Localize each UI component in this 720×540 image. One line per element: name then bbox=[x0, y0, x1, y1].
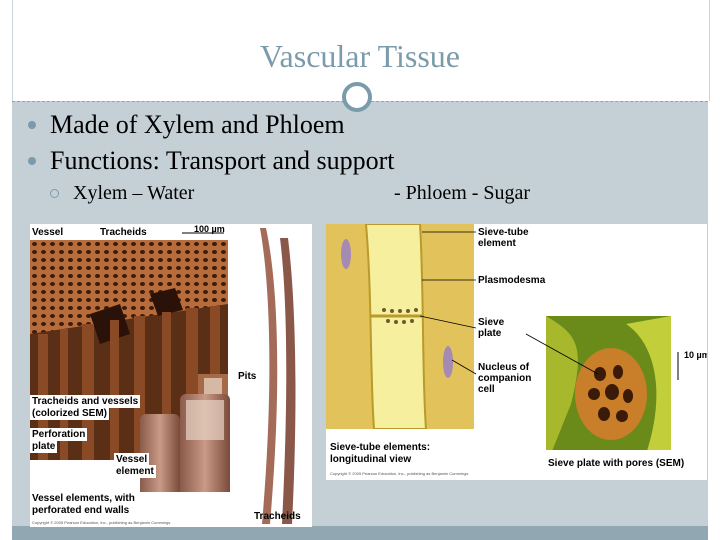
label-sieve-1: Sieve bbox=[478, 317, 505, 328]
xylem-illustration bbox=[30, 224, 296, 527]
label-sieve-2: plate bbox=[478, 328, 502, 339]
label-sieve-plate-pores: Sieve plate with pores (SEM) bbox=[548, 458, 685, 469]
label-nucleus-2: companion bbox=[478, 373, 532, 384]
label-plate: plate bbox=[30, 440, 58, 453]
footer-bar bbox=[12, 526, 708, 540]
bullet-1-text: Made of Xylem and Phloem bbox=[50, 110, 345, 139]
label-colorized-sem: (colorized SEM) bbox=[30, 407, 110, 420]
phloem-illustration bbox=[326, 224, 679, 480]
bullet-2: Functions: Transport and support bbox=[28, 146, 395, 176]
label-pits: Pits bbox=[236, 370, 259, 383]
phloem-copyright: Copyright © 2005 Pearson Education, Inc.… bbox=[330, 471, 469, 476]
sub-bullet-xylem-text: Xylem – Water bbox=[73, 182, 195, 204]
label-nucleus-1: Nucleus of bbox=[478, 362, 530, 373]
ring-ornament bbox=[342, 82, 372, 112]
label-sieve-tube-2: element bbox=[478, 238, 516, 249]
bullet-dot-icon bbox=[28, 157, 36, 166]
sub-bullet-circle-icon bbox=[50, 188, 59, 198]
label-plasmodesma: Plasmodesma bbox=[478, 275, 546, 286]
xylem-figure: Vessel Tracheids 100 µm Tracheids and ve… bbox=[30, 224, 312, 527]
label-vessel-elements-1: Vessel elements, with bbox=[32, 493, 135, 504]
sub-bullet-phloem: - Phloem - Sugar bbox=[394, 182, 531, 204]
bullet-2-text: Functions: Transport and support bbox=[50, 146, 395, 175]
xylem-copyright: Copyright © 2005 Pearson Education, Inc.… bbox=[32, 520, 171, 525]
label-sieve-tube-elements-2: longitudinal view bbox=[330, 454, 412, 465]
label-vessel-element-2: element bbox=[114, 465, 156, 478]
label-vessel: Vessel bbox=[32, 227, 64, 238]
slide-title: Vascular Tissue bbox=[259, 38, 460, 74]
label-nucleus-3: cell bbox=[478, 384, 495, 395]
label-tracheids-vessels: Tracheids and vessels bbox=[30, 395, 141, 408]
label-sieve-tube-elements-1: Sieve-tube elements: bbox=[330, 442, 431, 453]
bullet-dot-icon bbox=[28, 121, 36, 130]
label-scale-10um: 10 µm bbox=[684, 350, 707, 360]
label-tracheids: Tracheids bbox=[100, 227, 147, 238]
sub-bullet-xylem: Xylem – Water bbox=[50, 182, 194, 205]
scale-bar-100um: 100 µm bbox=[194, 224, 225, 234]
label-sieve-tube-1: Sieve-tube bbox=[478, 227, 529, 238]
label-tracheids-bottom: Tracheids bbox=[254, 511, 301, 522]
label-vessel-element-1: Vessel bbox=[114, 453, 150, 466]
phloem-figure: Sieve-tube element Plasmodesma Sieve pla… bbox=[326, 224, 707, 480]
label-perforation: Perforation bbox=[30, 428, 88, 441]
bullet-1: Made of Xylem and Phloem bbox=[28, 110, 345, 140]
label-vessel-elements-2: perforated end walls bbox=[32, 505, 130, 516]
